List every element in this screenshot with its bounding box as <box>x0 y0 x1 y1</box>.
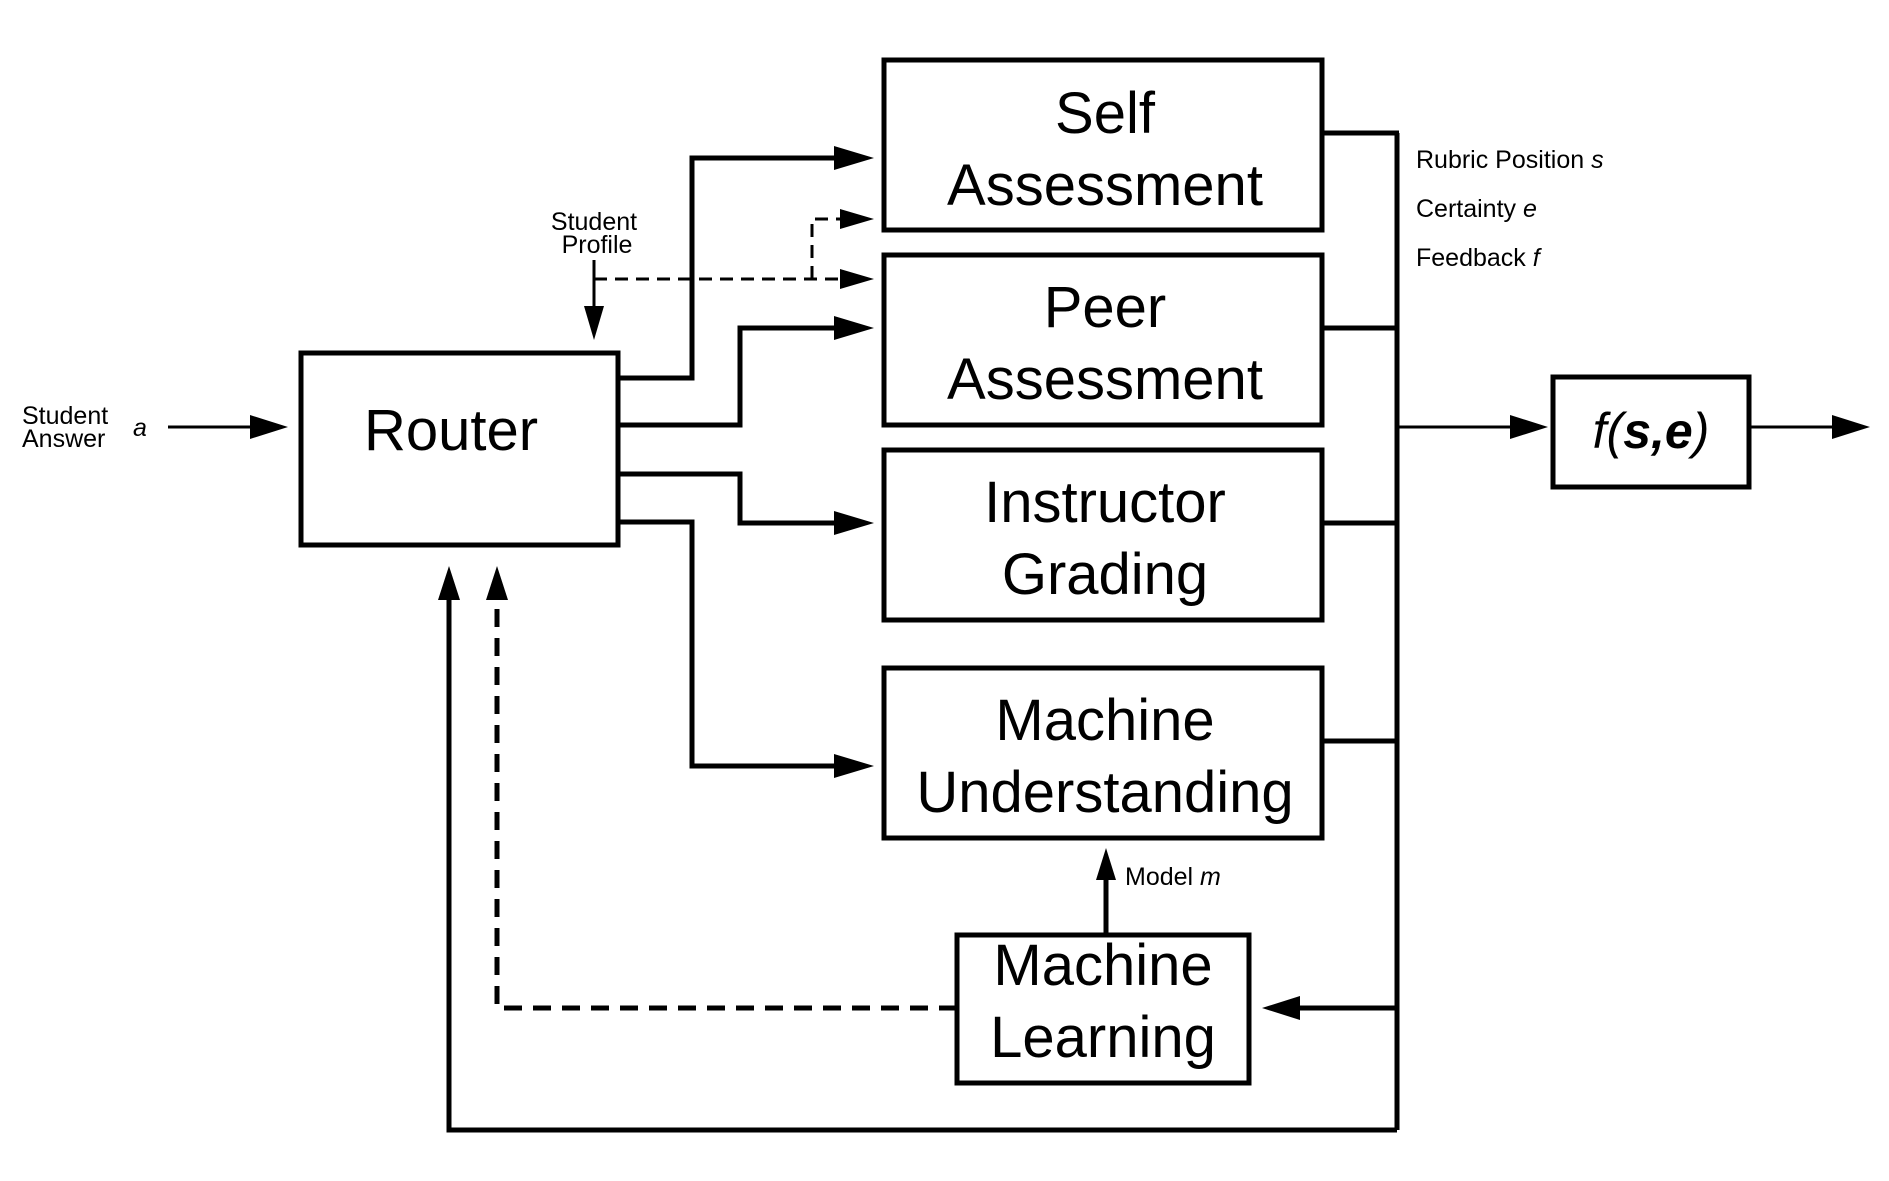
student-answer-var: a <box>133 414 147 442</box>
router-to-self-wire <box>618 155 842 381</box>
router-to-machine-understanding-wire <box>618 519 842 769</box>
machine-learning-line2: Learning <box>990 1005 1216 1070</box>
profile-to-peer-arrowhead <box>840 269 874 289</box>
router-to-instructor-arrowhead <box>834 511 874 535</box>
bus-to-machine-learning-arrowhead <box>1262 996 1300 1020</box>
profile-to-self-dashed <box>810 217 842 279</box>
student-profile-label-line2: Profile <box>562 231 633 259</box>
feedback-var: f <box>1533 244 1543 272</box>
profile-to-self-arrowhead <box>840 209 874 229</box>
peer-assessment-box <box>881 252 1325 428</box>
combiner-open: ( <box>1607 403 1628 459</box>
machine-understanding-line2: Understanding <box>916 760 1293 825</box>
peer-assessment-line1: Peer <box>1044 275 1167 340</box>
feedback-text: Feedback <box>1416 244 1526 272</box>
combiner-output-arrowhead <box>1832 415 1870 439</box>
combiner-box <box>1550 374 1752 490</box>
machine-understanding-box <box>881 665 1325 841</box>
model-label: Model m <box>1125 863 1221 891</box>
student-profile-arrowhead <box>584 306 604 340</box>
instructor-grading-line1: Instructor <box>984 470 1226 535</box>
router-label: Router <box>364 398 538 463</box>
instructor-grading-line2: Grading <box>1002 542 1208 607</box>
rubric-position-label: Rubric Position s <box>1416 146 1604 174</box>
combiner-comma: , <box>1650 403 1665 459</box>
rubric-position-text: Rubric Position <box>1416 146 1584 174</box>
router-to-peer-wire <box>618 325 842 428</box>
model-label-var: m <box>1200 863 1221 891</box>
certainty-text: Certainty <box>1416 195 1517 223</box>
machine-understanding-line1: Machine <box>995 688 1214 753</box>
peer-assessment-line2: Assessment <box>947 347 1263 412</box>
student-answer-label-line1: Student <box>22 402 108 430</box>
bottom-loop-wire <box>446 596 1397 1133</box>
router-to-self-arrowhead <box>834 146 874 170</box>
self-assessment-box <box>881 57 1325 233</box>
learning-to-router-arrowhead <box>486 566 508 600</box>
student-answer-label-line2: Answer <box>22 425 105 453</box>
router-to-instructor-wire <box>618 471 842 526</box>
bus-to-combiner-arrowhead <box>1510 415 1548 439</box>
certainty-label: Certainty e <box>1416 195 1537 223</box>
router-to-peer-arrowhead <box>834 316 874 340</box>
model-arrowhead <box>1096 848 1116 880</box>
combiner-e: e <box>1665 403 1693 459</box>
self-assessment-line2: Assessment <box>947 153 1263 218</box>
combiner-label: f(s,e) <box>1593 403 1710 459</box>
bottom-loop-arrowhead <box>438 566 460 600</box>
router-to-machine-understanding-arrowhead <box>834 754 874 778</box>
model-label-text: Model <box>1125 863 1193 891</box>
router-box <box>298 350 621 548</box>
combiner-close: ) <box>1688 403 1710 459</box>
rubric-position-var: s <box>1591 146 1604 174</box>
certainty-var: e <box>1523 195 1537 223</box>
learning-to-router-dashed <box>494 596 957 1011</box>
machine-learning-line1: Machine <box>993 933 1212 998</box>
answer-arrowhead <box>250 415 288 439</box>
instructor-grading-box <box>881 447 1325 623</box>
student-profile-label-line1: Student <box>551 208 637 236</box>
self-assessment-line1: Self <box>1055 81 1156 146</box>
feedback-label: Feedback f <box>1416 244 1543 272</box>
combiner-s: s <box>1623 403 1651 459</box>
